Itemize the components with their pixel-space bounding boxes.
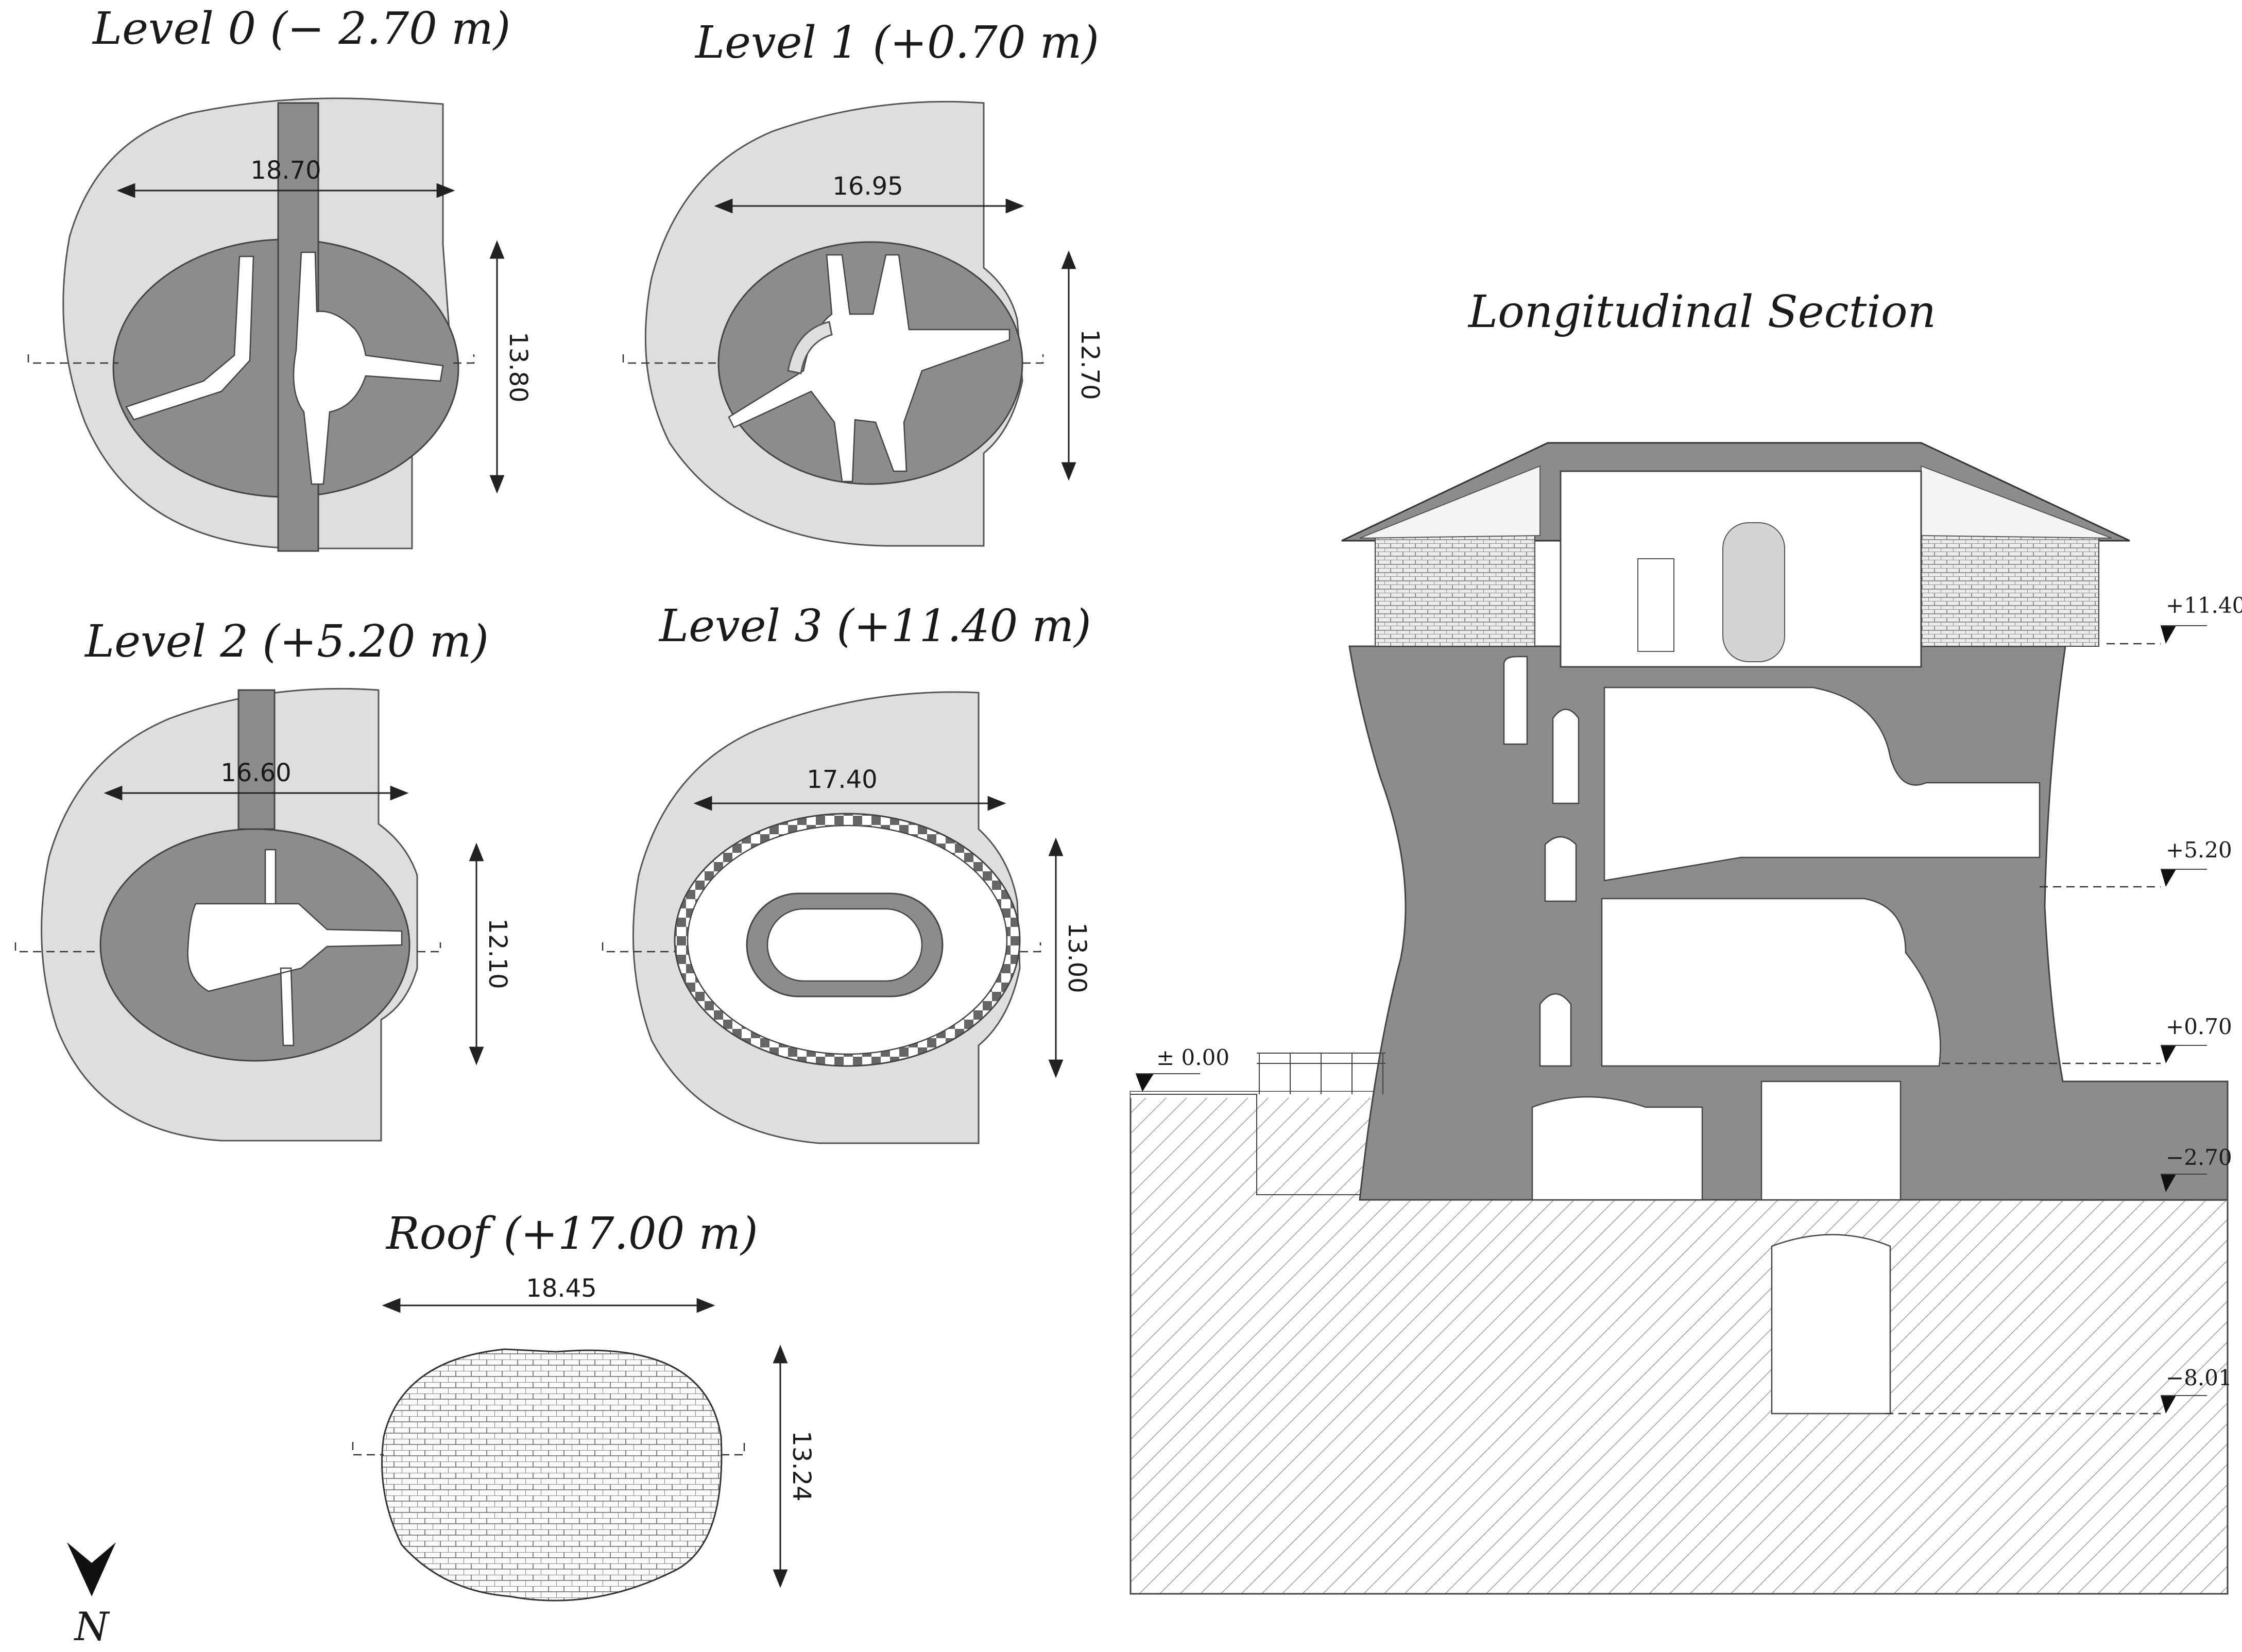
plan-level-3-title: Level 3 (+11.40 m) (658, 600, 1091, 652)
section-room-basement-left (1531, 1096, 1703, 1201)
elevation-label-minus-2-70: −2.70 (2166, 1145, 2232, 1170)
plan-level-3-section-cut (602, 942, 1041, 953)
elevation-label-plus-5-20: +5.20 (2166, 837, 2232, 863)
plan-roof-section-cut (352, 1442, 745, 1456)
plan-level-0: Level 0 (− 2.70 m) 18.70 13.80 (27, 3, 533, 552)
plan-roof-depth-label: 13.24 (787, 1431, 816, 1501)
plan-level-3-lantern-room (766, 908, 923, 982)
plan-level-1-title: Level 1 (+0.70 m) (694, 17, 1099, 68)
plan-roof-width-label: 18.45 (526, 1274, 596, 1303)
plan-level-2-rooms (187, 849, 403, 1046)
plan-level-3-width-label: 17.40 (807, 765, 877, 794)
elevation-marker-plus-11-40: +11.40 (2107, 593, 2242, 645)
plan-level-3: Level 3 (+11.40 m) 17.40 13.00 (602, 600, 1091, 1144)
elevation-label-0-00: ± 0.00 (1156, 1045, 1229, 1070)
plan-level-2-corridor (237, 689, 276, 830)
plan-roof-title: Roof (+17.00 m) (385, 1208, 758, 1260)
plan-level-2-depth-label: 12.10 (483, 918, 512, 989)
section-niche-2 (1552, 709, 1580, 804)
section-top-chamber-stone (1722, 522, 1785, 662)
plan-level-0-rooms (125, 251, 444, 485)
section-title: Longitudinal Section (1467, 286, 1936, 338)
plan-level-2-section-cut (14, 942, 441, 953)
elevation-marker-plus-5-20: +5.20 (2040, 837, 2232, 888)
plan-level-0-width-label: 18.70 (250, 156, 321, 185)
elevation-marker-minus-2-70: −2.70 (2161, 1145, 2232, 1192)
plan-level-1-stair (787, 321, 833, 374)
section-railing (1257, 1053, 1385, 1094)
elevation-marker-plus-0-70: +0.70 (1942, 1014, 2232, 1064)
plan-level-0-depth-label: 13.80 (504, 332, 533, 402)
section-niche-1 (1503, 656, 1528, 745)
elevation-label-plus-0-70: +0.70 (2166, 1014, 2232, 1039)
section-roof-left-bay (1375, 535, 1535, 647)
section-roof-right-slope (1921, 465, 2112, 539)
longitudinal-section: Longitudinal Section (1129, 286, 2242, 1595)
section-niche-3 (1544, 836, 1577, 902)
plan-level-2-width-label: 16.60 (220, 759, 291, 787)
plan-level-0-section-cut (27, 354, 475, 364)
north-label: N (74, 1604, 110, 1649)
section-room-level2 (1603, 686, 2041, 882)
north-arrow-icon (67, 1542, 116, 1596)
plan-level-1-section-cut (622, 354, 1044, 364)
plan-level-1-depth-label: 12.70 (1075, 329, 1104, 400)
plan-level-0-title: Level 0 (− 2.70 m) (92, 3, 510, 55)
elevation-label-minus-8-01: −8.01 (2166, 1365, 2232, 1390)
north-arrow: N (67, 1542, 116, 1649)
plan-level-1-width-label: 16.95 (832, 172, 903, 201)
plan-roof: Roof (+17.00 m) 18.45 13.24 (352, 1208, 816, 1602)
plan-roof-tiles (381, 1348, 723, 1602)
section-room-level1 (1601, 898, 1941, 1067)
section-niche-4 (1539, 993, 1572, 1067)
plan-level-2-title: Level 2 (+5.20 m) (84, 616, 489, 667)
section-top-chamber-door (1637, 558, 1674, 652)
plan-level-2: Level 2 (+5.20 m) 16.60 12.10 (14, 616, 512, 1142)
elevation-marker-minus-8-01: −8.01 (1885, 1365, 2232, 1415)
section-cellar (1771, 1234, 1891, 1415)
section-roof-right-bay (1921, 535, 2099, 647)
section-room-basement-right (1760, 1080, 1902, 1201)
section-roof-left-slope (1359, 465, 1541, 539)
plan-level-1: Level 1 (+0.70 m) 16.95 12.70 (622, 17, 1104, 547)
elevation-label-plus-11-40: +11.40 (2166, 593, 2242, 618)
elevation-marker-0-00: ± 0.00 (1136, 1045, 1229, 1092)
plan-level-3-depth-label: 13.00 (1063, 922, 1091, 993)
